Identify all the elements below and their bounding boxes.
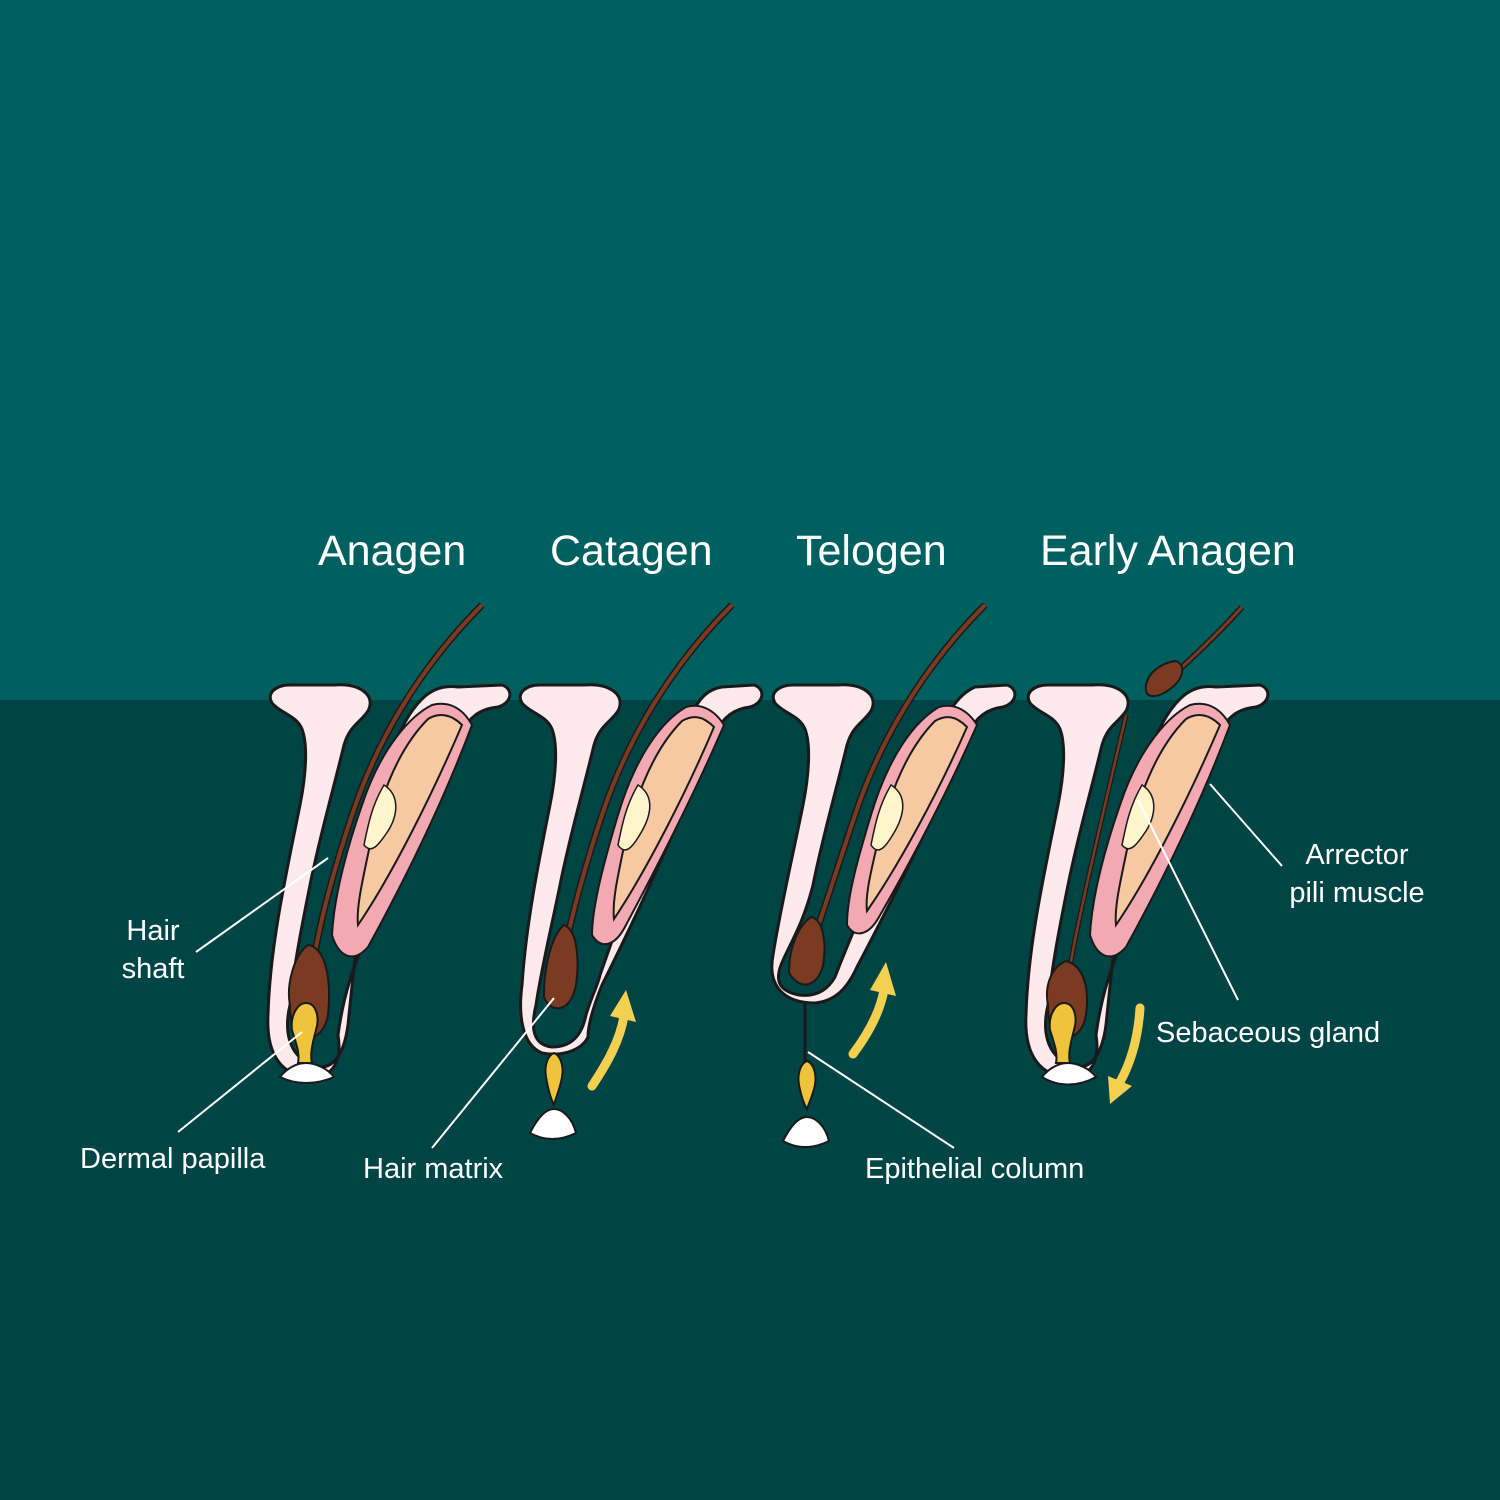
leader-lines [177,783,1283,1149]
follicle-catagen [518,602,764,1140]
label-epithelial-column: Epithelial column [865,1153,1085,1185]
stage-title-anagen: Anagen [318,527,467,575]
label-arrector-line1: Arrector [1305,839,1409,871]
label-hair-shaft: Hair shaft [108,912,198,988]
label-hair-shaft-line2: shaft [121,953,185,985]
background-lower [0,700,1500,1500]
follicle-early-anagen [1024,605,1270,1086]
follicle-anagen [266,602,512,1084]
stage-title-early-anagen: Early Anagen [1040,527,1296,575]
stage-title-telogen: Telogen [796,527,947,575]
label-hair-matrix: Hair matrix [363,1153,504,1185]
label-sebaceous-gland: Sebaceous gland [1156,1017,1381,1049]
label-arrector-pili-muscle: Arrector pili muscle [1262,836,1452,912]
arrow-up-icon [587,990,636,1091]
background-upper [0,0,1500,700]
follicle-telogen [770,602,1017,1148]
label-hair-shaft-line1: Hair [126,915,180,947]
arrow-down-icon [1108,1003,1145,1104]
arrow-up-icon [848,962,896,1059]
label-dermal-papilla: Dermal papilla [80,1143,266,1175]
label-arrector-line2: pili muscle [1289,877,1425,909]
stage-title-catagen: Catagen [550,527,713,575]
